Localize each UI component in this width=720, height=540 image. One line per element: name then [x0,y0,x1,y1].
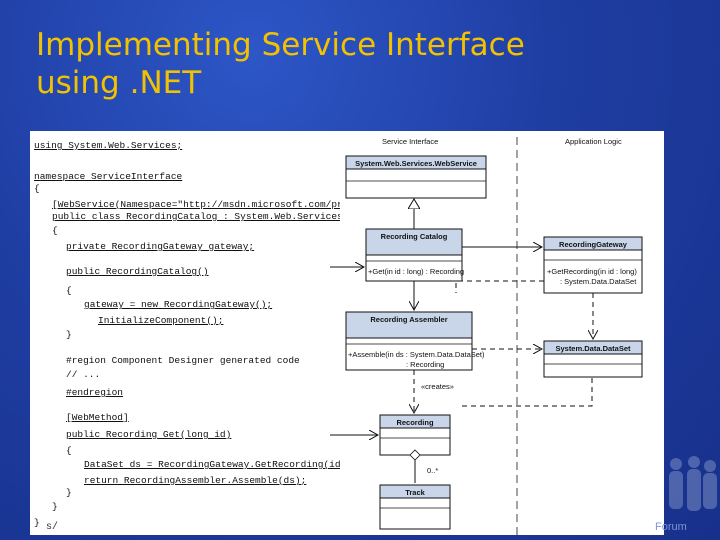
code-line: } [66,487,72,498]
gateway-operation: +GetRecording(in id : long) [547,267,637,276]
code-line: } [66,329,72,340]
code-line: using System.Web.Services; [34,140,183,151]
class-track: Track [379,484,451,530]
gateway-operation-return: : System.Data.DataSet [560,277,637,286]
code-line: [WebService(Namespace="http://msdn.micro… [52,199,340,210]
code-line: } [34,517,40,528]
gateway-catalog-dashed [455,280,544,293]
track-name: Track [405,488,425,497]
slide-title: Implementing Service Interface using .NE… [36,26,596,102]
recording-dataset-dashed [462,377,593,407]
code-line: InitializeComponent(); [98,315,224,326]
multiplicity-label: 0..* [427,466,438,475]
class-recording-gateway: RecordingGateway +GetRecording(in id : l… [543,236,643,294]
creates-label: «creates» [421,382,454,391]
composition-diamond [409,449,421,461]
code-line: private RecordingGateway gateway; [66,241,255,252]
code-line: namespace ServiceInterface [34,171,183,182]
code-line: #endregion [66,387,124,398]
code-listing: using System.Web.Services; namespace Serv… [30,131,340,535]
code-line: #region Component Designer generated cod… [66,355,300,366]
uml-class-diagram: Service Interface Application Logic Syst… [330,137,643,535]
section-service-label: Service Interface [382,137,438,146]
slide-title-line2: using .NET [36,65,202,101]
code-line: public class RecordingCatalog : System.W… [52,211,340,222]
catalog-operation: +Get(in id : long) : Recording [368,267,464,276]
code-line: public Recording Get(long id) [66,429,232,440]
code-line: public RecordingCatalog() [66,266,209,277]
code-line: { [66,285,72,296]
code-line: { [52,225,58,236]
class-webservice: System.Web.Services.WebService [345,155,487,199]
section-logic-label: Application Logic [565,137,622,146]
recording-name: Recording [396,418,434,427]
code-line: DataSet ds = RecordingGateway.GetRecordi… [84,459,340,470]
assembler-name: Recording Assembler [370,315,447,324]
webservice-name: System.Web.Services.WebService [355,159,477,168]
figure-panel: using System.Web.Services; namespace Serv… [30,131,664,535]
class-recording: Recording [379,414,451,456]
code-line: // ... [66,369,101,380]
footer-brand: Forum [655,521,687,533]
class-dataset: System.Data.DataSet [543,340,643,378]
slide-title-line1: Implementing Service Interface [36,27,525,63]
code-line: { [34,183,40,194]
catalog-name: Recording Catalog [381,232,448,241]
gateway-name: RecordingGateway [559,240,628,249]
code-line: gateway = new RecordingGateway(); [84,299,273,310]
assembler-operation-return: : Recording [406,360,444,369]
code-line: [WebMethod] [66,412,129,423]
class-recording-catalog: Recording Catalog +Get(in id : long) : R… [365,228,464,282]
code-line: return RecordingAssembler.Assemble(ds); [84,475,307,486]
class-recording-assembler: Recording Assembler +Assemble(in ds : Sy… [345,311,485,371]
people-logo [669,456,717,511]
code-line: { [66,445,72,456]
code-line: } [52,501,58,512]
footer-mark: s/ [46,522,59,533]
assembler-operation: +Assemble(in ds : System.Data.DataSet) [348,350,485,359]
dataset-name: System.Data.DataSet [555,344,631,353]
